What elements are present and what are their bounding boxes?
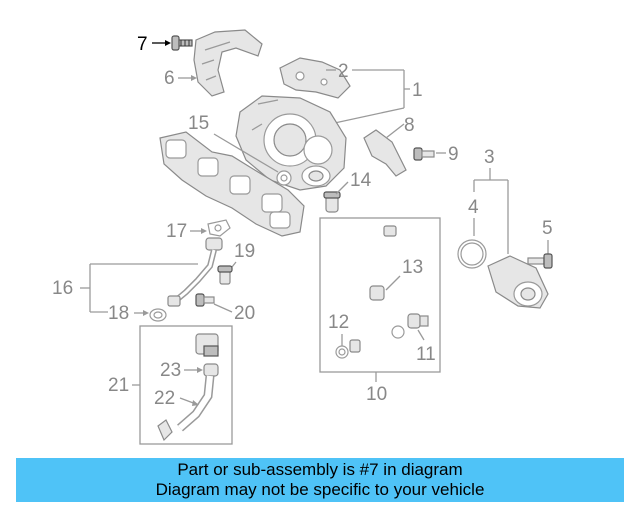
callout-13[interactable]: 13 bbox=[402, 257, 423, 278]
part-20-bolt[interactable] bbox=[195, 293, 215, 307]
callout-6[interactable]: 6 bbox=[164, 68, 175, 89]
leader-14 bbox=[335, 181, 349, 195]
part-22-hose[interactable] bbox=[157, 363, 219, 442]
part-14-fitting[interactable] bbox=[323, 191, 341, 213]
parts-diagram: 7 6 2 1 15 bbox=[52, 29, 553, 445]
callout-2[interactable]: 2 bbox=[338, 61, 349, 82]
arrowhead-6 bbox=[191, 75, 197, 81]
leader-1-arrow bbox=[329, 107, 405, 125]
leader-15 bbox=[213, 133, 279, 173]
leader-20 bbox=[213, 303, 233, 313]
leader-11 bbox=[417, 329, 425, 341]
part-16-return-line[interactable] bbox=[167, 237, 223, 307]
subassembly-10-box bbox=[319, 217, 441, 373]
leader-13 bbox=[385, 275, 401, 291]
part-15-gasket[interactable] bbox=[276, 170, 292, 186]
callout-17[interactable]: 17 bbox=[166, 221, 187, 242]
callout-5[interactable]: 5 bbox=[542, 218, 553, 239]
exhaust-manifold[interactable] bbox=[159, 131, 305, 237]
part-18-seal[interactable] bbox=[149, 308, 167, 322]
part-3-pipe[interactable] bbox=[487, 255, 549, 309]
part-4-seal-ring[interactable] bbox=[457, 239, 487, 269]
part-11-bolt[interactable] bbox=[391, 313, 429, 339]
callout-11[interactable]: 11 bbox=[416, 344, 436, 365]
callout-3[interactable]: 3 bbox=[484, 147, 495, 168]
callout-12[interactable]: 12 bbox=[328, 312, 349, 333]
arrowhead-17 bbox=[201, 228, 207, 234]
info-banner: Part or sub-assembly is #7 in diagram Di… bbox=[16, 458, 624, 502]
part-13-clamp[interactable] bbox=[369, 285, 385, 301]
part-1-turbocharger[interactable] bbox=[235, 95, 347, 191]
arrowhead-7 bbox=[165, 40, 171, 46]
part-23-connector[interactable] bbox=[195, 333, 219, 357]
part-12-washer[interactable] bbox=[335, 345, 349, 359]
banner-line-2: Diagram may not be specific to your vehi… bbox=[155, 480, 485, 499]
banner-line-1: Part or sub-assembly is #7 in diagram bbox=[177, 460, 463, 479]
callout-14[interactable]: 14 bbox=[350, 170, 372, 191]
callout-18[interactable]: 18 bbox=[108, 303, 129, 324]
part-5-bolt[interactable] bbox=[527, 253, 553, 269]
callout-8[interactable]: 8 bbox=[404, 115, 415, 136]
part-6-heat-shield[interactable] bbox=[193, 29, 263, 97]
part-7-bolt[interactable] bbox=[171, 35, 193, 51]
callout-21[interactable]: 21 bbox=[108, 375, 129, 396]
part-2-bracket[interactable] bbox=[279, 57, 351, 99]
arrowhead-22 bbox=[192, 400, 199, 406]
callout-19[interactable]: 19 bbox=[234, 241, 255, 262]
callout-20[interactable]: 20 bbox=[234, 303, 255, 324]
callout-15[interactable]: 15 bbox=[188, 113, 209, 134]
part-9-bolt[interactable] bbox=[413, 147, 435, 161]
callout-4[interactable]: 4 bbox=[468, 197, 479, 218]
callout-10[interactable]: 10 bbox=[366, 384, 387, 405]
callout-7[interactable]: 7 bbox=[137, 34, 148, 55]
part-10-oil-line[interactable] bbox=[349, 225, 398, 353]
callout-16[interactable]: 16 bbox=[52, 278, 73, 299]
arrowhead-23 bbox=[197, 367, 203, 373]
arrowhead-18 bbox=[143, 310, 149, 316]
part-19-fitting[interactable] bbox=[217, 265, 233, 285]
callout-22[interactable]: 22 bbox=[154, 388, 175, 409]
callout-9[interactable]: 9 bbox=[448, 144, 459, 165]
part-8-bracket[interactable] bbox=[363, 129, 407, 177]
callout-1[interactable]: 1 bbox=[412, 80, 423, 101]
part-17-gasket[interactable] bbox=[207, 219, 231, 237]
callout-23[interactable]: 23 bbox=[160, 360, 181, 381]
leader-8 bbox=[385, 123, 405, 139]
